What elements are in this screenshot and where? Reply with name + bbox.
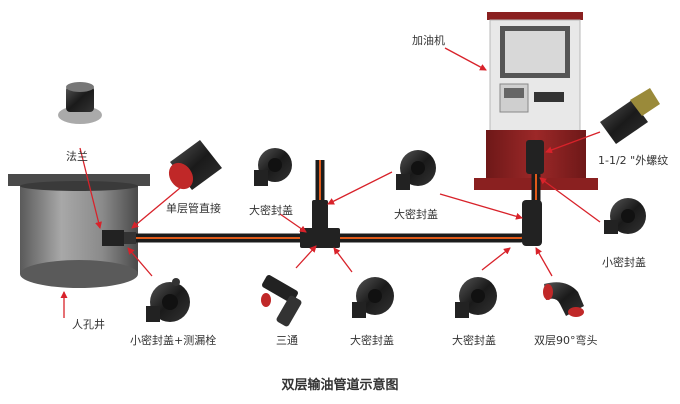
arrow-leak-plug bbox=[127, 247, 153, 277]
label-double-elbow: 双层90°弯头 bbox=[534, 334, 598, 347]
label-large-cap-mid: 大密封盖 bbox=[394, 208, 438, 221]
label-single-pipe-coupler: 单层管直接 bbox=[166, 202, 221, 215]
pointer-arrows bbox=[60, 47, 601, 318]
label-manhole: 人孔井 bbox=[72, 318, 105, 331]
tee-image bbox=[261, 275, 302, 327]
arrow-small-cap-right bbox=[539, 177, 601, 223]
large-cap-mid-image bbox=[396, 150, 436, 190]
pipeline bbox=[102, 140, 544, 248]
arrow-elbow bbox=[535, 247, 553, 277]
label-large-cap-top: 大密封盖 bbox=[249, 204, 293, 217]
double-elbow-image bbox=[543, 282, 584, 317]
arrow-dispenser bbox=[444, 47, 487, 71]
manhole-tank bbox=[8, 174, 150, 288]
arrow-large-cap-top bbox=[279, 213, 307, 233]
arrow-large-cap-bottom-1 bbox=[333, 247, 353, 273]
arrow-flange bbox=[79, 147, 102, 229]
arrow-coupler bbox=[131, 187, 181, 229]
label-thread-adapter: 1-1/2 "外螺纹 bbox=[598, 154, 669, 167]
arrow-large-cap-mid-b bbox=[439, 193, 523, 220]
label-small-cap-right: 小密封盖 bbox=[602, 256, 646, 269]
small-cap-right-image bbox=[604, 198, 646, 234]
large-cap-bottom-1-image bbox=[352, 277, 394, 318]
large-cap-bottom-2-image bbox=[455, 277, 497, 318]
label-dispenser: 加油机 bbox=[412, 34, 445, 47]
thread-adapter-image bbox=[600, 88, 660, 144]
single-pipe-coupler-image bbox=[168, 140, 222, 190]
arrow-tee bbox=[295, 245, 317, 269]
flange-image bbox=[58, 82, 102, 124]
label-tee: 三通 bbox=[276, 334, 298, 347]
label-flange: 法兰 bbox=[66, 150, 88, 163]
label-large-cap-bottom-1: 大密封盖 bbox=[350, 334, 394, 347]
large-cap-top-image bbox=[254, 148, 292, 186]
diagram-caption: 双层输油管道示意图 bbox=[281, 378, 399, 393]
label-large-cap-bottom-2: 大密封盖 bbox=[452, 334, 496, 347]
small-cap-leak-plug-image bbox=[146, 278, 190, 322]
arrow-thread bbox=[545, 131, 601, 154]
label-small-cap-leak-plug: 小密封盖+测漏栓 bbox=[130, 334, 217, 347]
arrow-large-cap-bottom-2 bbox=[481, 247, 511, 271]
arrow-large-cap-mid-a bbox=[327, 171, 393, 205]
